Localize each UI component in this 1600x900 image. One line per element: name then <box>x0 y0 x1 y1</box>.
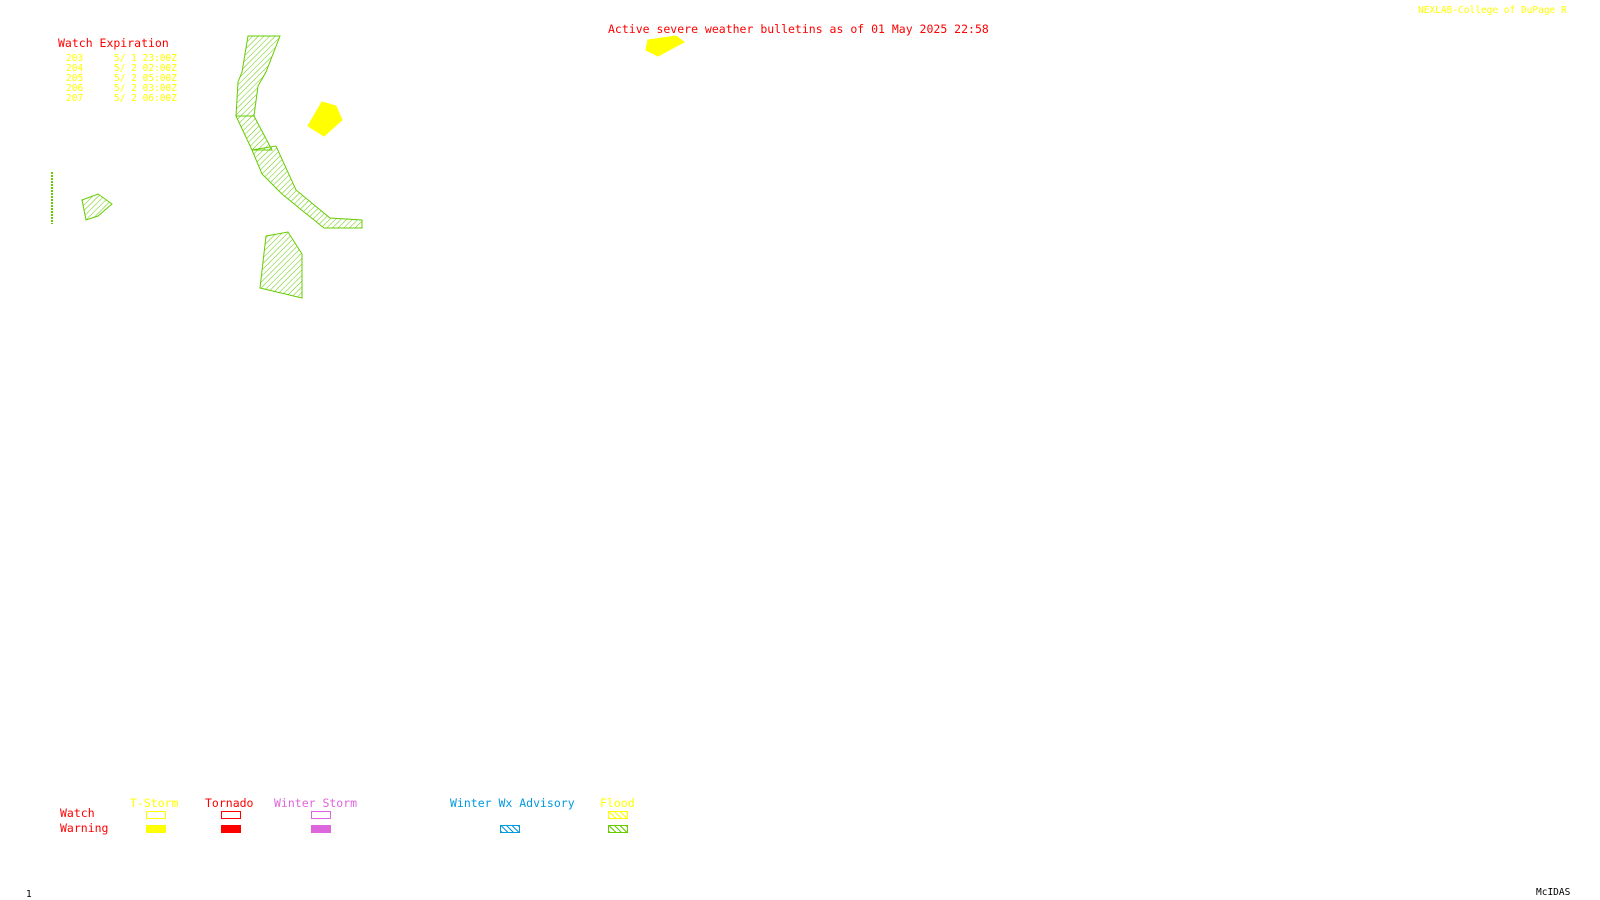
legend-swatch-tstorm-watch <box>146 811 166 819</box>
flood-warning-strip-middle <box>235 115 273 151</box>
watch-number: 207 <box>66 93 84 104</box>
legend-swatch-tornado-watch <box>221 811 241 819</box>
legend-swatch-tornado-warning <box>221 825 241 833</box>
legend-swatch-flood-warning <box>608 825 628 833</box>
flood-warning-strip-south <box>251 145 363 229</box>
watch-number: 204 <box>66 63 84 74</box>
bulletin-title: Active severe weather bulletins as of 01… <box>608 22 989 36</box>
watch-expires: 5/ 2 02:00Z <box>114 63 177 74</box>
flood-warning-small-west <box>81 193 113 221</box>
legend-row-warning: Warning <box>60 821 109 835</box>
legend-swatch-winter-storm-warning <box>311 825 331 833</box>
legend-swatch-winter-advisory <box>500 825 520 833</box>
legend-swatch-tstorm-warning <box>146 825 166 833</box>
legend-label-winter-storm: Winter Storm <box>274 796 358 810</box>
legend-label-flood: Flood <box>600 796 635 810</box>
flood-warning-strip-north <box>235 35 281 117</box>
watch-expires: 5/ 1 23:00Z <box>114 53 177 64</box>
watch-number: 206 <box>66 83 84 94</box>
frame-number: 1 <box>26 889 32 900</box>
watch-expires: 5/ 2 06:00Z <box>114 93 177 104</box>
watch-number: 203 <box>66 53 84 64</box>
legend-label-winter-advisory: Winter Wx Advisory <box>450 796 575 810</box>
watch-expires: 5/ 2 05:00Z <box>114 73 177 84</box>
legend-swatch-flood-watch <box>608 811 628 819</box>
legend-label-tornado: Tornado <box>205 796 254 810</box>
watch-expiration-heading: Watch Expiration <box>58 36 169 50</box>
tstorm-warning-top <box>645 35 685 57</box>
watch-number: 205 <box>66 73 84 84</box>
flood-warning-south-block <box>259 231 303 299</box>
mcidas-brand: McIDAS <box>1536 887 1571 898</box>
legend-row-watch: Watch <box>60 806 95 820</box>
watch-expires: 5/ 2 03:00Z <box>114 83 177 94</box>
tstorm-warning-central <box>307 101 343 137</box>
source-credit: NEXLAB-College of DuPage R <box>1418 5 1567 16</box>
legend-swatch-winter-storm-watch <box>311 811 331 819</box>
legend-label-tstorm: T-Storm <box>130 796 179 810</box>
